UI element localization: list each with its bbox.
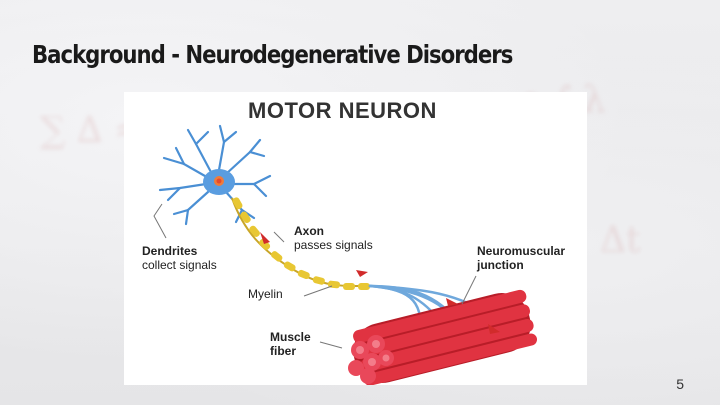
muscle-fiber-label: Muscle fiber [270, 330, 311, 358]
myelin-label: Myelin [248, 287, 283, 301]
page-number: 5 [676, 376, 684, 392]
motor-neuron-illustration [153, 124, 538, 385]
dendrites-label: Dendrites collect signals [142, 244, 217, 272]
dendrites-callout-line [153, 203, 167, 239]
motor-neuron-figure: MOTOR NEURON Dendrites collect signals A… [124, 92, 587, 385]
background-scribble: Δt [600, 220, 641, 261]
myelin-sheath [231, 197, 375, 290]
muscle-fiber-bundle [348, 289, 538, 385]
axon-label: Axon passes signals [294, 224, 373, 252]
slide-title: Background - Neurodegenerative Disorders [32, 40, 513, 69]
signal-arrows [260, 232, 500, 334]
neuromuscular-junction-label: Neuromuscular junction [477, 244, 566, 272]
dendrites-shape [158, 124, 272, 226]
callout-lines [273, 231, 477, 349]
figure-title: MOTOR NEURON [248, 98, 437, 123]
